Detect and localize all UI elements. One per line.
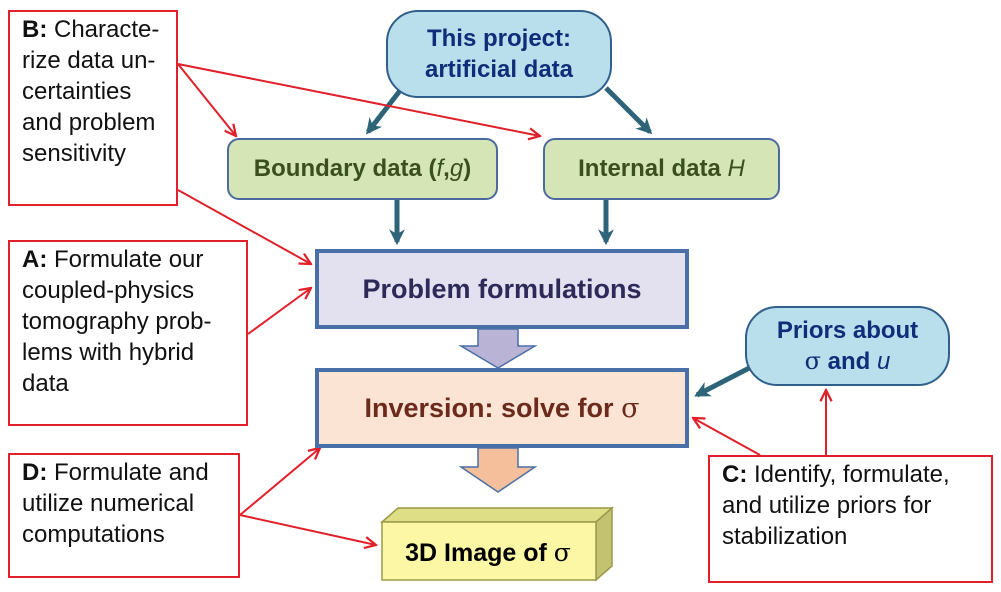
arrow-d-to-inversion <box>239 448 320 516</box>
formulations-label: Problem formulations <box>362 273 642 304</box>
block-arrow-inversion-to-image <box>458 447 538 493</box>
note-a-text-1: coupled-physics <box>22 277 195 304</box>
arrow-b-to-boundary <box>177 63 236 136</box>
note-b-uncertainties: B: Characte- rize data un- certainties a… <box>8 10 178 206</box>
flow-arrows <box>366 86 759 398</box>
internal-var-h: H <box>727 155 745 182</box>
note-d-text-0: Formulate and <box>47 459 209 486</box>
image-label: 3D Image of σ <box>405 538 571 568</box>
priors-box: Priors about σ and u <box>745 306 950 386</box>
cube-shape <box>380 506 614 582</box>
note-a-text-0: Formulate our <box>47 246 204 273</box>
note-d-numerical: D: Formulate and utilize numerical compu… <box>8 453 240 578</box>
note-a-key: A: <box>22 246 48 273</box>
inversion-label-text: Inversion: solve for <box>364 392 622 423</box>
note-d-text-2: computations <box>22 521 165 548</box>
note-b-text-1: rize data un- <box>22 47 156 74</box>
note-c-line-1: C: Identify, formulate, <box>722 459 981 490</box>
image-label-text: 3D Image of <box>405 539 554 567</box>
priors-sigma: σ <box>804 347 821 375</box>
arrow-source-to-internal <box>604 86 653 135</box>
priors-line-2: σ and u <box>805 346 891 377</box>
image-sigma: σ <box>553 538 571 567</box>
note-d-line-1: D: Formulate and <box>22 457 228 488</box>
source-line-1: This project: <box>426 25 571 52</box>
note-a-text-4: data <box>22 370 69 397</box>
inversion-sigma: σ <box>621 392 640 424</box>
inversion-label: Inversion: solve for σ <box>364 393 639 424</box>
boundary-label: Boundary data (f,g) <box>254 155 471 183</box>
note-b-line-1: B: Characte- <box>22 14 166 45</box>
internal-label: Internal data H <box>578 155 745 183</box>
boundary-data-box: Boundary data (f,g) <box>227 138 498 200</box>
note-b-text-2: certainties <box>22 78 132 105</box>
boundary-close: ) <box>463 155 472 182</box>
note-c-text-1: and utilize priors for <box>722 492 932 519</box>
note-a-text-3: lems with hybrid <box>22 339 195 366</box>
arrow-source-to-boundary <box>366 86 404 135</box>
note-a-formulate: A: Formulate our coupled-physics tomogra… <box>8 240 248 426</box>
note-b-text-0: Characte- <box>47 16 160 43</box>
source-line-2: artificial data <box>424 56 574 83</box>
problem-formulations-box: Problem formulations <box>315 249 689 329</box>
priors-and: and <box>821 348 878 375</box>
note-a-line-1: A: Formulate our <box>22 244 236 275</box>
inversion-box: Inversion: solve for σ <box>315 368 689 448</box>
annotation-arrows <box>177 63 826 545</box>
arrow-priors-to-inversion <box>694 361 759 398</box>
boundary-sep: , <box>443 155 450 182</box>
boundary-label-text: Boundary data ( <box>253 155 437 182</box>
note-a-text-2: tomography prob- <box>22 308 212 335</box>
arrow-b-to-internal <box>177 63 540 136</box>
note-b-text-3: and problem <box>22 109 156 136</box>
arrow-a-to-formulations <box>247 288 311 335</box>
priors-var-u: u <box>877 348 891 375</box>
note-c-priors: C: Identify, formulate, and utilize prio… <box>708 455 993 583</box>
note-b-key: B: <box>22 16 48 43</box>
image-output-box: 3D Image of σ <box>380 506 614 582</box>
boundary-var-f: f <box>436 155 444 182</box>
block-arrow-formulations-to-inversion <box>458 328 538 369</box>
note-c-text-0: Identify, formulate, <box>747 461 950 488</box>
note-b-text-4: sensitivity <box>22 140 127 167</box>
source-box: This project: artificial data <box>386 10 612 98</box>
arrow-d-to-image <box>239 514 376 545</box>
note-d-text-1: utilize numerical <box>22 490 195 517</box>
note-c-text-2: stabilization <box>722 523 848 550</box>
priors-line-1: Priors about <box>776 317 919 344</box>
note-c-key: C: <box>722 461 748 488</box>
arrow-c-to-inversion <box>693 418 761 456</box>
internal-data-box: Internal data H <box>543 138 780 200</box>
note-d-key: D: <box>22 459 48 486</box>
internal-label-text: Internal data <box>578 155 728 182</box>
boundary-var-g: g <box>449 155 464 182</box>
arrow-b-to-formulations <box>177 189 311 264</box>
